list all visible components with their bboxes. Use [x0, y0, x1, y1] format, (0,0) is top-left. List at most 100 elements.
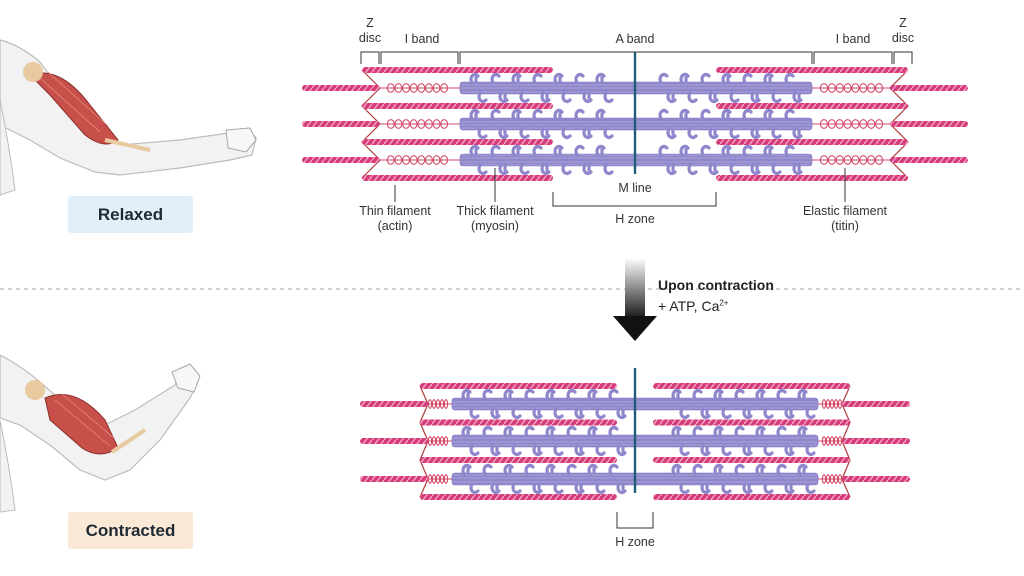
z-disc-line1: Z — [366, 16, 374, 30]
titin-coil — [431, 474, 437, 484]
myosin-heads — [461, 425, 816, 457]
thin-filament-line2: (actin) — [377, 219, 413, 233]
titin-coil — [843, 83, 852, 93]
actin-filament — [890, 157, 968, 163]
titin-coil — [409, 119, 418, 129]
contraction-subtitle: + ATP, Ca2+ — [658, 298, 728, 314]
myosin-heads — [469, 72, 803, 104]
actin-filament — [890, 85, 968, 91]
pointer-lines — [394, 168, 846, 202]
titin-coil — [439, 399, 445, 409]
myosin-heads — [461, 463, 816, 495]
actin-filament — [302, 85, 380, 91]
actin-filament — [653, 457, 850, 463]
contraction-subtitle-superscript: 2+ — [719, 298, 729, 307]
actin-filament — [362, 103, 553, 109]
titin-coil — [409, 83, 418, 93]
titin-coil — [851, 119, 860, 129]
actin-filament — [360, 476, 428, 482]
z-disc-label-right: Z disc — [888, 16, 918, 46]
titin-coil — [440, 119, 449, 129]
titin-coil — [833, 436, 839, 446]
titin-coil — [851, 83, 860, 93]
band-brackets — [360, 51, 913, 529]
titin-coil — [859, 119, 868, 129]
relaxed-arm-illustration — [0, 39, 257, 196]
titin-coil — [867, 119, 876, 129]
titin-coil — [829, 436, 835, 446]
actin-filament — [716, 139, 908, 145]
titin-coil — [435, 436, 441, 446]
actin-filament — [420, 457, 617, 463]
titin-coil — [409, 155, 418, 165]
actin-filament — [302, 121, 380, 127]
z-disc-line1: Z — [899, 16, 907, 30]
titin-coil — [827, 155, 836, 165]
titin-coil — [443, 474, 449, 484]
contraction-subtitle-prefix: + ATP, Ca — [658, 297, 720, 314]
titin-coil — [386, 83, 395, 93]
actin-filament — [362, 139, 553, 145]
titin-coil — [874, 119, 884, 129]
titin-coil — [427, 474, 433, 484]
myosin-heads — [469, 144, 803, 176]
titin-coil — [424, 83, 433, 93]
titin-coil — [440, 155, 449, 165]
thick-filament-label: Thick filament (myosin) — [445, 204, 545, 234]
z-disc-line2: disc — [358, 31, 382, 45]
titin-coil — [431, 399, 437, 409]
actin-filament — [890, 121, 968, 127]
contracted-state-label: Contracted — [68, 512, 193, 549]
titin-coil — [394, 155, 403, 165]
titin-coil — [435, 399, 441, 409]
titin-coil — [874, 155, 884, 165]
titin-coil — [432, 155, 441, 165]
actin-filament — [716, 175, 908, 181]
relaxed-sarcomere — [302, 52, 968, 181]
thin-filament-label: Thin filament (actin) — [345, 204, 445, 234]
actin-filament — [653, 419, 850, 426]
titin-coil — [394, 119, 403, 129]
actin-filament — [420, 419, 617, 426]
h-zone-label-contracted: H zone — [615, 535, 655, 549]
actin-filament — [716, 103, 908, 109]
titin-coil — [867, 83, 876, 93]
relaxed-state-label: Relaxed — [68, 196, 193, 233]
actin-filament — [653, 494, 850, 500]
titin-coil — [402, 155, 411, 165]
actin-filament — [362, 67, 553, 73]
actin-filament — [842, 401, 910, 407]
titin-coil — [835, 119, 844, 129]
titin-coil — [825, 436, 831, 446]
titin-coil — [427, 436, 433, 446]
titin-coil — [432, 83, 441, 93]
actin-filament — [362, 175, 553, 181]
elastic-filament-label: Elastic filament (titin) — [790, 204, 900, 234]
titin-coil — [427, 399, 433, 409]
titin-coil — [829, 399, 835, 409]
titin-coil — [821, 399, 827, 409]
titin-coil — [843, 155, 852, 165]
titin-coil — [833, 474, 839, 484]
titin-coil — [825, 474, 831, 484]
thin-filament-line1: Thin filament — [359, 204, 431, 218]
myosin-heads — [461, 388, 816, 420]
h-zone-label-relaxed: H zone — [615, 212, 655, 226]
titin-coil — [835, 155, 844, 165]
thick-filament-line2: (myosin) — [471, 219, 519, 233]
titin-coil — [829, 474, 835, 484]
actin-filament — [302, 157, 380, 163]
titin-coil — [859, 155, 868, 165]
actin-filament — [420, 494, 617, 500]
titin-coil — [443, 399, 449, 409]
i-band-label-right: I band — [835, 32, 871, 46]
z-disc-line2: disc — [891, 31, 915, 45]
titin-coil — [843, 119, 852, 129]
titin-coil — [440, 83, 449, 93]
i-band-label-left: I band — [404, 32, 440, 46]
titin-coil — [819, 83, 829, 93]
titin-coil — [431, 436, 437, 446]
titin-coil — [827, 83, 836, 93]
titin-coil — [439, 436, 445, 446]
